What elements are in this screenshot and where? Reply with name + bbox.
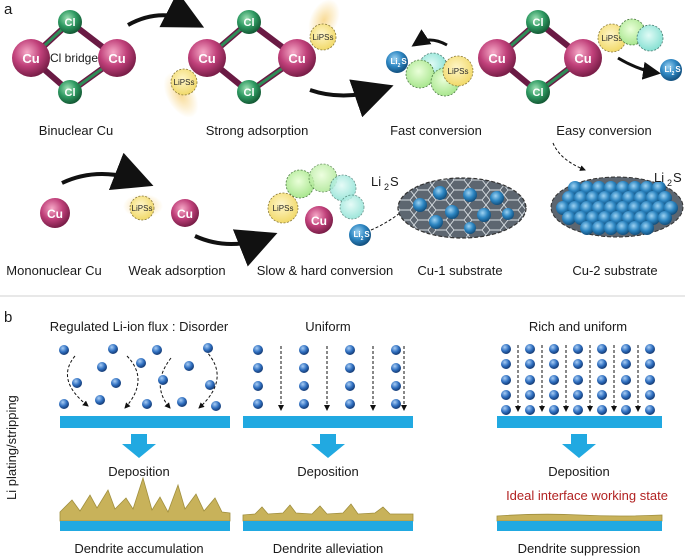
col1-title: Regulated Li-ion flux : Disorder [50,319,229,334]
cl-atom-bottom [58,80,82,104]
caption-slow-conversion: Slow & hard conversion [257,263,394,278]
svg-text:S: S [675,65,681,74]
svg-text:2: 2 [361,236,364,242]
col3-down-arrow [562,434,596,458]
svg-text:Li: Li [371,174,381,189]
cu-atom-left [12,39,50,77]
col2-result: Dendrite alleviation [273,541,384,556]
col2-substrate-top [243,416,413,428]
svg-text:Li: Li [390,57,397,66]
col1-down-arrow [122,434,156,458]
svg-text:Cl: Cl [533,87,544,99]
svg-text:Cu: Cu [288,51,305,66]
svg-text:LiPSs: LiPSs [602,34,623,43]
caption-binuclear: Binuclear Cu [39,123,113,138]
svg-text:2: 2 [384,182,389,192]
col1-ion-flux [59,343,221,411]
caption-cu2-substrate: Cu-2 substrate [572,263,657,278]
svg-text:S: S [673,170,682,185]
li2s-label-cu2: Li 2 S [654,170,682,188]
col1-substrate-top [60,416,230,428]
cu-atom-right [98,39,136,77]
svg-text:Cu: Cu [488,51,505,66]
col3-step: Deposition [548,464,609,479]
weak-adsorption-structure: LiPSs Cu [123,194,199,227]
col1-step: Deposition [108,464,169,479]
col1-result: Dendrite accumulation [74,541,203,556]
arrow-strong-to-fast [309,79,394,118]
col3-substrate-bottom [497,521,662,531]
col1-dendrites [59,476,231,522]
caption-cu1-substrate: Cu-1 substrate [417,263,502,278]
col2-ion-flux [253,345,407,411]
svg-text:2: 2 [672,71,675,77]
lipss-molecule [309,23,337,51]
svg-text:LiPSs: LiPSs [273,204,294,213]
svg-text:LiPSs: LiPSs [132,204,153,213]
strong-adsorption-structure: Cu Cu Cl Cl LiPSs LiPSs [163,0,340,118]
arrow-binuclear-to-strong [127,0,205,28]
cu1-substrate [397,177,527,239]
svg-text:S: S [390,174,399,189]
caption-easy-conversion: Easy conversion [556,123,651,138]
binuclear-cu-structure: Cu Cu Cl Cl Cl bridge [12,10,136,104]
cl-bridge-label: Cl bridge [50,51,98,65]
svg-text:Cl: Cl [533,17,544,29]
caption-strong-adsorption: Strong adsorption [206,123,309,138]
svg-text:Cu: Cu [574,51,591,66]
svg-text:Cu: Cu [177,207,193,221]
svg-text:Cu: Cu [311,214,327,228]
col2-down-arrow [311,434,345,458]
col3-note: Ideal interface working state [506,488,668,503]
fast-conversion-cluster: LiPSs Li 2 S [386,29,474,97]
caption-mononuclear: Mononuclear Cu [6,263,101,278]
col2-step: Deposition [297,464,358,479]
mononuclear-cu-structure: Cu [40,198,70,228]
slow-conversion-cluster: LiPSs Cu Li 2 S [267,163,407,246]
panel-a-tag: a [4,1,13,18]
svg-text:Cu: Cu [22,51,39,66]
svg-text:LiPSs: LiPSs [448,67,469,76]
svg-text:Cu: Cu [47,207,63,221]
svg-text:Li: Li [353,230,360,239]
svg-text:Cu: Cu [198,51,215,66]
svg-text:S: S [401,57,407,66]
conversion-arrow [411,29,448,47]
svg-text:Cl: Cl [65,17,76,29]
li2s-label-cu1: Li 2 S [371,174,399,192]
svg-text:LiPSs: LiPSs [174,78,195,87]
col3-substrate-top [497,416,662,428]
caption-fast-conversion: Fast conversion [390,123,482,138]
svg-text:Cu: Cu [108,51,125,66]
col1-substrate-bottom [60,521,230,531]
svg-text:LiPSs: LiPSs [313,33,334,42]
cu2-substrate [550,176,684,238]
col3-title: Rich and uniform [529,319,627,334]
svg-text:Li: Li [664,65,671,74]
side-label: Li plating/stripping [4,395,19,500]
col2-title: Uniform [305,319,351,334]
svg-text:Li: Li [654,170,664,185]
link-easy-to-cu2 [552,142,586,171]
li2s-molecule [386,51,408,73]
col3-ion-flux [501,344,655,415]
cl-atom-top [58,10,82,34]
caption-weak-adsorption: Weak adsorption [128,263,225,278]
arrow-mononuclear-to-weak [61,152,154,190]
svg-text:2: 2 [398,63,401,69]
panel-b-tag: b [4,309,12,326]
svg-text:Cl: Cl [244,87,255,99]
col3-deposit [496,513,663,522]
col2-dendrites [242,503,414,522]
svg-text:Cl: Cl [244,17,255,29]
easy-conversion-structure: Cu Cu Cl Cl LiPSs Li 2 S [478,10,682,104]
col2-substrate-bottom [243,521,413,531]
col3-result: Dendrite suppression [518,541,641,556]
svg-text:2: 2 [667,178,672,188]
lipss-molecule [170,68,198,96]
svg-text:S: S [364,230,370,239]
svg-text:Cl: Cl [65,87,76,99]
arrow-weak-to-slow [194,229,278,267]
